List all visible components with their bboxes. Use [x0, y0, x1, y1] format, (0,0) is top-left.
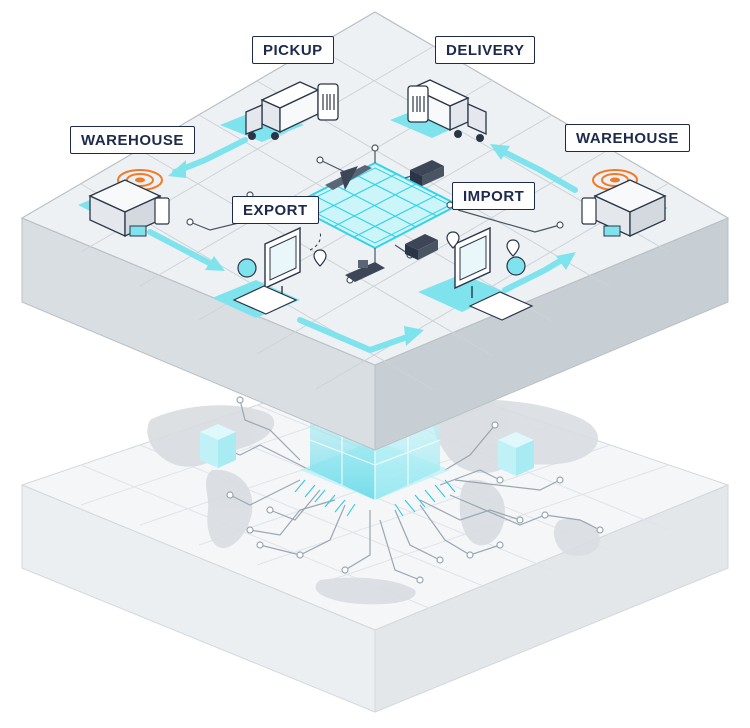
globe-icon: [237, 258, 257, 278]
warehouse-left-label: WAREHOUSE: [70, 126, 195, 154]
import-label: IMPORT: [452, 182, 536, 210]
cargo-ship-icon: [345, 260, 385, 282]
arrow-heads: [168, 144, 576, 346]
warehouse-icon: [581, 169, 667, 238]
mobile-barcode-icon: [317, 83, 339, 121]
delivery-van-icon: [405, 234, 438, 260]
delivery-label: DELIVERY: [435, 36, 536, 64]
pickup-label: PICKUP: [252, 36, 334, 64]
flow-arrows: [147, 137, 578, 354]
data-cube-right: [498, 432, 534, 476]
warehouse-icon: [88, 169, 170, 238]
mobile-barcode-icon: [407, 85, 429, 123]
computer-monitor-icon: [232, 226, 321, 315]
computer-monitor-icon: [454, 226, 534, 321]
warehouse-right-label: WAREHOUSE: [565, 124, 690, 152]
data-cube-left: [200, 424, 236, 468]
delivery-van-icon: [410, 160, 444, 186]
airplane-icon: [325, 165, 372, 190]
location-pin-icon: [313, 231, 520, 267]
globe-icon: [506, 256, 526, 276]
export-label: EXPORT: [232, 196, 319, 224]
